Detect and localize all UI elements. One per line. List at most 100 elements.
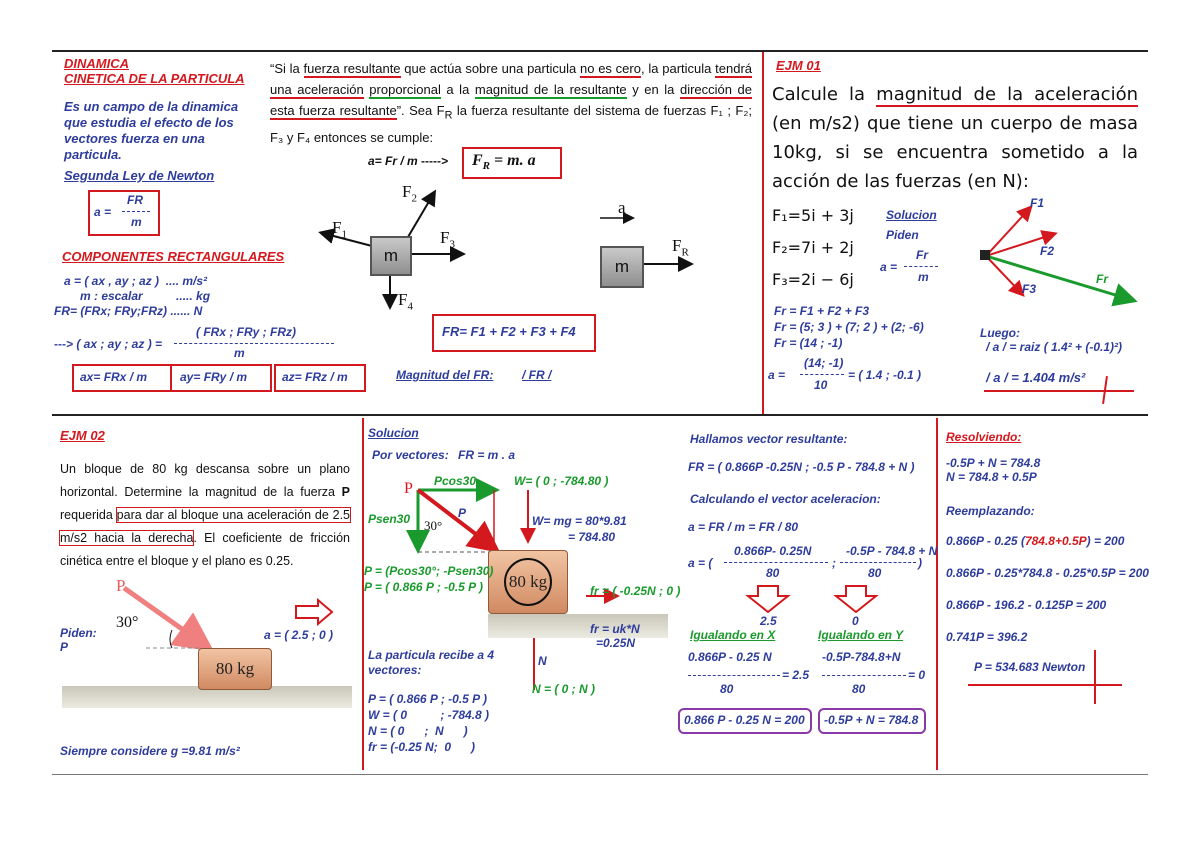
newton-formula-den: m	[131, 215, 142, 229]
res-y-rhs: = 0	[908, 668, 926, 682]
sol-p-vector-2: P = ( 0.866 P ; -0.5 P )	[364, 580, 484, 594]
res-box-x-text: 0.866 P - 0.25 N = 200	[684, 713, 805, 727]
sol-vector-list-3: N = ( 0 ; N )	[368, 724, 468, 738]
az-box	[274, 364, 366, 392]
ejm02-force-p: P	[116, 576, 126, 595]
resolv-eq-3: 0.866P - 196.2 - 0.125P = 200	[946, 598, 1107, 612]
res-equate-x: Igualando en X	[690, 628, 776, 642]
divider-bottom-2	[936, 418, 938, 770]
divider-bottom-1	[362, 418, 364, 770]
newton-formula-box	[88, 190, 160, 236]
label-a-vector: a	[618, 198, 626, 217]
section-title-dinamica: DINAMICA	[64, 56, 129, 71]
sol-vector-list-1: P = ( 0.866 P ; -0.5 P )	[368, 692, 488, 706]
ejm01-luego: Luego:	[980, 326, 1020, 340]
sol-by-vectors-eq: FR = m . a	[458, 448, 516, 462]
ay-formula: ay= FRy / m	[180, 370, 248, 384]
ejm01-piden-num: Fr	[916, 248, 928, 262]
divider-top	[762, 52, 764, 414]
middle-rule	[52, 414, 1148, 416]
ejm02-statement: Un bloque de 80 kg descansa sobre un pla…	[58, 462, 352, 568]
az-formula: az= FRz / m	[282, 370, 348, 384]
ejm01-label-f1: F1	[1030, 196, 1045, 210]
sol-vector-list-2: W = ( 0 ; -784.8 )	[368, 708, 490, 722]
quote-underline-3: tendrá una aceleración	[270, 61, 753, 99]
sol-p-vector-1: P = (Pcos30°; -Psen30)	[364, 564, 494, 578]
ejm01-f1: F₁=5i + 3j	[772, 206, 854, 225]
sol-friction-calc-2: =0.25N	[596, 636, 636, 650]
sol-title: Solucion	[368, 426, 419, 440]
label-fr-vector: FR	[672, 236, 689, 259]
quote-part-5: a la	[440, 82, 475, 97]
components-line-1: a = ( ax , ay ; az ) .... m/s²	[64, 274, 208, 288]
label-f4: F4	[398, 290, 413, 313]
fr-equation-rhs: = m. a	[490, 152, 536, 169]
magnitude-value: / FR /	[522, 368, 552, 382]
sum-equation: FR= F1 + F2 + F3 + F4	[442, 324, 576, 339]
quote-part-6: y en la	[626, 82, 680, 97]
ejm02-block: 80 kg	[198, 648, 272, 690]
ejm01-piden-den: m	[918, 270, 929, 284]
res-accel-eq: a = FR / m = FR / 80	[688, 520, 799, 534]
resolv-eq-2: 0.866P - 0.25*784.8 - 0.25*0.5P = 200	[946, 566, 1149, 580]
newton-quote: “Si la fuerza resultante que actúa sobre…	[270, 58, 753, 148]
res-x-bar	[688, 675, 780, 676]
quote-part-7-sub: R	[444, 109, 453, 122]
ejm02-highlight-2: m/s2 hacia la derecha	[58, 530, 195, 546]
ejm01-calc-4-bar	[800, 374, 844, 375]
res-accel-end: )	[918, 556, 922, 570]
quote-underline-5: magnitud de la resultante	[474, 82, 627, 99]
bottom-rule	[52, 774, 1148, 775]
resolv-eq-1-highlight: 784.8+0.5P	[1024, 534, 1087, 548]
resolv-title: Resolviendo:	[946, 430, 1022, 444]
components-line-2: m : escalar ..... kg	[80, 289, 211, 303]
components-title: COMPONENTES RECTANGULARES	[62, 249, 285, 264]
newton-formula-lhs: a =	[94, 205, 112, 219]
ejm01-solucion: Solucion	[886, 208, 937, 222]
ejm02-gravity-note: Siempre considere g =9.81 m/s²	[60, 744, 240, 758]
ejm01-f3: F₃=2i − 6j	[772, 270, 854, 289]
res-fr-equation: FR = ( 0.866P -0.25N ; -0.5 P - 784.8 + …	[688, 460, 915, 474]
quote-part-1: “Si la	[270, 61, 304, 76]
resolv-line-2: N = 784.8 + 0.5P	[946, 470, 1037, 484]
mass-block-resultant: m	[600, 246, 644, 288]
sol-by-vectors: Por vectores:	[372, 448, 449, 462]
sol-normal-label: N	[538, 654, 547, 668]
ejm01-piden: Piden	[886, 228, 919, 242]
newton-title: Segunda Ley de Newton	[64, 168, 215, 183]
ejm01-calc-4-num: (14; -1)	[804, 356, 844, 370]
res-accel-bar-1	[724, 562, 828, 563]
sol-weight-calc-1: W= mg = 80*9.81	[532, 514, 627, 528]
resolv-final-tick	[1094, 650, 1096, 704]
res-box-y-text: -0.5P + N = 784.8	[824, 713, 919, 727]
components-line-4-den: m	[234, 346, 245, 360]
ejm02-angle: 30°	[116, 614, 139, 631]
ax-formula: ax= FRx / m	[80, 370, 148, 384]
ay-box	[170, 364, 272, 392]
resolv-final-underline	[968, 684, 1122, 686]
ejm01-vector-diagram	[980, 205, 1138, 307]
sol-normal-vector: N = ( 0 ; N )	[532, 682, 596, 696]
quote-part-3: , la particula	[640, 61, 716, 76]
label-f2: F2	[402, 182, 417, 205]
sol-force-p-label: P	[458, 506, 467, 520]
fr-equation-sub: R	[482, 160, 491, 173]
sol-block: 80 kg	[488, 550, 568, 614]
components-line-4-bar	[174, 343, 334, 344]
ejm01-piden-bar	[904, 266, 938, 267]
components-line-3: FR= (FRx; FRy;FRz) ...... N	[54, 304, 203, 318]
ejm01-calc-3: Fr = (14 ; -1)	[774, 336, 843, 350]
resolv-final: P = 534.683 Newton	[974, 660, 1086, 674]
quote-part-2: que actúa sobre una particula	[400, 61, 580, 76]
res-x-den: 80	[720, 682, 734, 696]
quote-underline-1: fuerza resultante	[303, 61, 401, 78]
sol-receives: La particula recibe a 4 vectores:	[368, 648, 495, 677]
fr-equation-box	[462, 147, 562, 179]
ejm01-luego-eq: / a / = raiz ( 1.4² + (-0.1)²)	[986, 340, 1123, 354]
quote-underline-6: dirección de esta fuerza resultante	[270, 82, 753, 120]
res-y-num: -0.5P-784.8+N	[822, 650, 901, 664]
res-y-den: 80	[852, 682, 866, 696]
ejm01-result-underline	[984, 390, 1134, 392]
components-line-4-lhs: ---> ( ax ; ay ; az ) =	[54, 337, 163, 351]
sum-equation-box	[432, 314, 596, 352]
